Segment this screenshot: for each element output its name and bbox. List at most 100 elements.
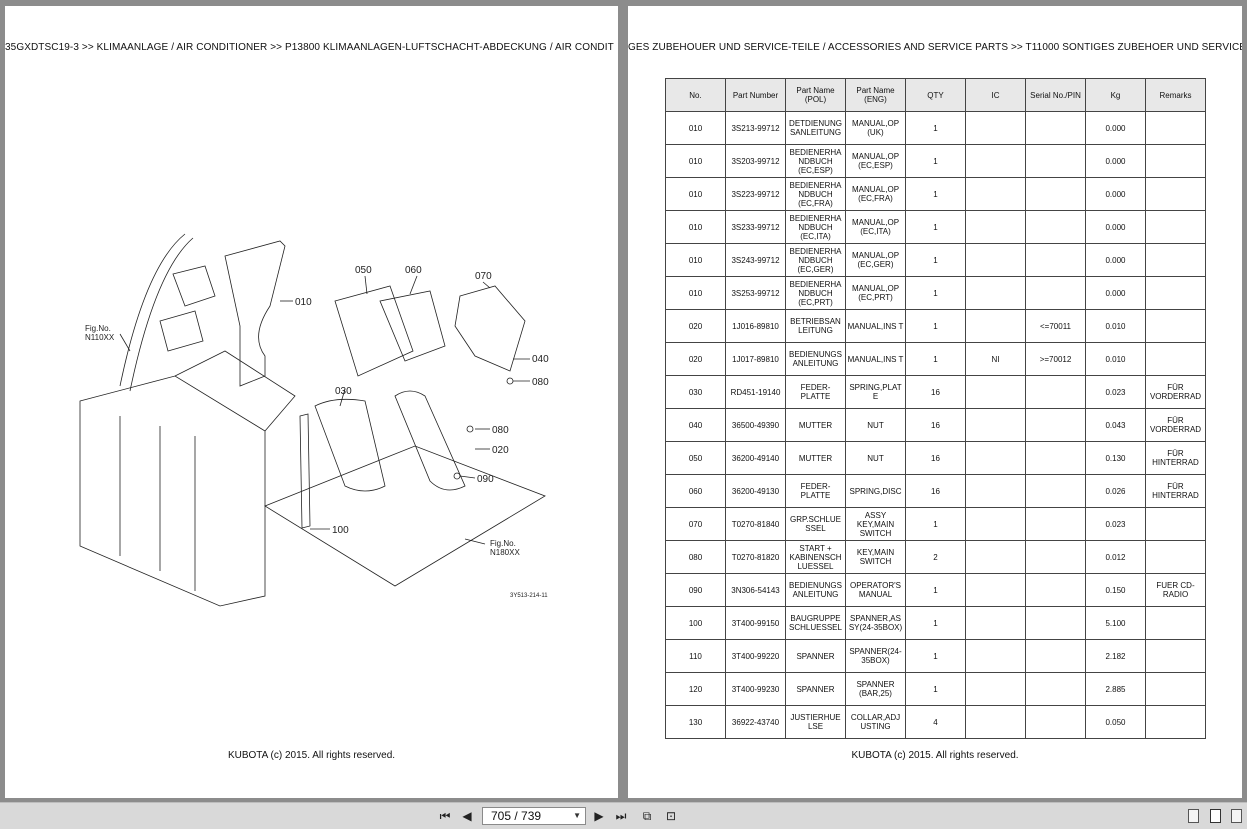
column-header: IC bbox=[965, 78, 1026, 112]
table-cell: 010 bbox=[665, 276, 726, 310]
table-cell bbox=[965, 177, 1026, 211]
table-cell: T0270-81840 bbox=[725, 507, 786, 541]
table-cell bbox=[965, 540, 1026, 574]
table-cell bbox=[1025, 672, 1086, 706]
last-page-icon[interactable]: ⏭ bbox=[615, 808, 627, 823]
callout-010: 010 bbox=[295, 297, 312, 308]
column-header: Part Name (ENG) bbox=[845, 78, 906, 112]
table-cell bbox=[965, 507, 1026, 541]
fit-page-icon[interactable]: ⊡ bbox=[665, 809, 677, 823]
callout-050: 050 bbox=[355, 265, 372, 276]
prev-page-icon[interactable]: ◀ bbox=[462, 809, 472, 823]
table-cell bbox=[1025, 639, 1086, 673]
panel-010-shape bbox=[224, 240, 286, 387]
continuous-view-icon[interactable] bbox=[1231, 809, 1242, 823]
table-cell: BEDIENERHA NDBUCH (EC,GER) bbox=[785, 243, 846, 277]
table-cell: 020 bbox=[665, 342, 726, 376]
single-page-view-icon[interactable] bbox=[1188, 809, 1199, 823]
table-cell: DETDIENUNG SANLEITUNG bbox=[785, 111, 846, 145]
table-cell: 0.023 bbox=[1085, 375, 1146, 409]
part-070-shape bbox=[454, 285, 526, 372]
table-cell: 050 bbox=[665, 441, 726, 475]
table-cell: 36200-49140 bbox=[725, 441, 786, 475]
table-cell bbox=[965, 408, 1026, 442]
table-cell: 5.100 bbox=[1085, 606, 1146, 640]
table-cell: 3S213-99712 bbox=[725, 111, 786, 145]
table-cell bbox=[1025, 606, 1086, 640]
right-page: GES ZUBEHOUER UND SERVICE-TEILE / ACCESS… bbox=[628, 6, 1242, 798]
callout-090: 090 bbox=[477, 474, 494, 485]
right-page-header: GES ZUBEHOUER UND SERVICE-TEILE / ACCESS… bbox=[628, 42, 1242, 53]
table-cell bbox=[1145, 177, 1206, 211]
table-cell: MANUAL,OP (EC,ESP) bbox=[845, 144, 906, 178]
table-cell: MANUAL,INS T bbox=[845, 342, 906, 376]
table-cell: MANUAL,OP (EC,PRT) bbox=[845, 276, 906, 310]
table-cell: FÜR VORDERRAD bbox=[1145, 408, 1206, 442]
callout-080b: 080 bbox=[492, 425, 509, 436]
table-cell: SPANNER,AS SY(24-35BOX) bbox=[845, 606, 906, 640]
table-cell: NUT bbox=[845, 441, 906, 475]
table-cell: 3N306-54143 bbox=[725, 573, 786, 607]
table-cell bbox=[1145, 606, 1206, 640]
column-header: Remarks bbox=[1145, 78, 1206, 112]
table-cell: RD451-19140 bbox=[725, 375, 786, 409]
table-cell: <=70011 bbox=[1025, 309, 1086, 343]
table-cell: >=70012 bbox=[1025, 342, 1086, 376]
table-cell bbox=[965, 606, 1026, 640]
table-cell: BAUGRUPPE SCHLUESSEL bbox=[785, 606, 846, 640]
table-cell: 3S203-99712 bbox=[725, 144, 786, 178]
table-cell bbox=[1025, 375, 1086, 409]
table-cell: 120 bbox=[665, 672, 726, 706]
table-cell: FÜR HINTERRAD bbox=[1145, 441, 1206, 475]
two-page-view-icon[interactable] bbox=[1210, 809, 1221, 823]
table-cell bbox=[965, 639, 1026, 673]
dropdown-icon[interactable]: ▼ bbox=[573, 811, 581, 820]
table-cell: JUSTIERHUE LSE bbox=[785, 705, 846, 739]
table-cell bbox=[1025, 573, 1086, 607]
table-cell: MANUAL,OP (UK) bbox=[845, 111, 906, 145]
rotate-page-icon[interactable]: ⧉ bbox=[642, 808, 652, 823]
table-cell: MANUAL,OP (EC,FRA) bbox=[845, 177, 906, 211]
viewer-toolbar: ⏮ ◀ 705 / 739 ▼ ▶ ⏭ ⧉ ⊡ bbox=[0, 802, 1247, 829]
table-cell bbox=[965, 276, 1026, 310]
next-page-icon[interactable]: ▶ bbox=[594, 809, 604, 823]
table-cell: 3S233-99712 bbox=[725, 210, 786, 244]
table-cell bbox=[965, 573, 1026, 607]
table-cell bbox=[1145, 672, 1206, 706]
rod-100-shape bbox=[299, 413, 311, 529]
table-cell bbox=[1025, 507, 1086, 541]
table-cell bbox=[965, 210, 1026, 244]
table-cell: 0.026 bbox=[1085, 474, 1146, 508]
table-cell bbox=[1145, 111, 1206, 145]
table-cell: T0270-81820 bbox=[725, 540, 786, 574]
table-cell: 16 bbox=[905, 408, 966, 442]
table-cell bbox=[1145, 540, 1206, 574]
page-number-select[interactable]: 705 / 739 ▼ bbox=[482, 807, 586, 825]
table-cell: 0.000 bbox=[1085, 210, 1146, 244]
table-cell: 3S223-99712 bbox=[725, 177, 786, 211]
table-cell: BEDIENERHA NDBUCH (EC,FRA) bbox=[785, 177, 846, 211]
table-cell bbox=[1145, 210, 1206, 244]
table-cell: 1 bbox=[905, 276, 966, 310]
first-page-icon[interactable]: ⏮ bbox=[439, 808, 451, 823]
table-cell: 010 bbox=[665, 144, 726, 178]
table-cell: SPANNER bbox=[785, 639, 846, 673]
table-cell: BETRIEBSAN LEITUNG bbox=[785, 309, 846, 343]
fig-label-2-code: N180XX bbox=[490, 548, 520, 557]
table-cell: SPANNER (BAR,25) bbox=[845, 672, 906, 706]
table-cell: 070 bbox=[665, 507, 726, 541]
table-cell: 130 bbox=[665, 705, 726, 739]
cab-frame-arc bbox=[119, 233, 186, 387]
console-base-shape bbox=[79, 375, 266, 607]
table-cell: SPRING,PLAT E bbox=[845, 375, 906, 409]
table-cell bbox=[965, 375, 1026, 409]
left-page-footer: KUBOTA (c) 2015. All rights reserved. bbox=[227, 750, 396, 761]
